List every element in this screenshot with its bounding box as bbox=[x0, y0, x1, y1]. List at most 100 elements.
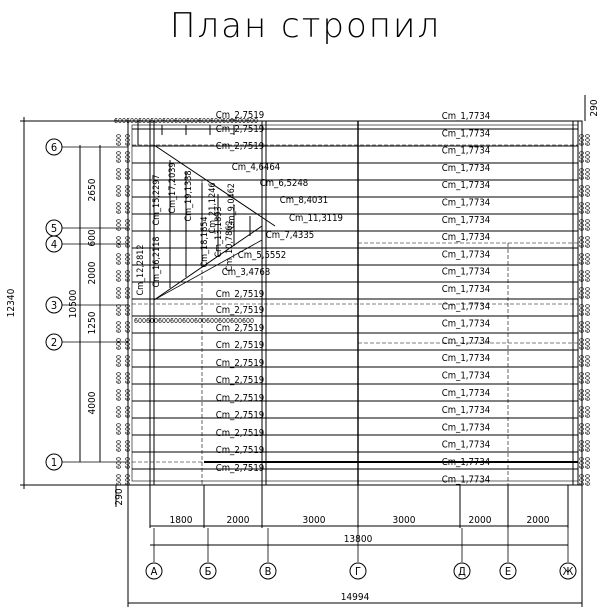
left-rafter-label: Сm_2,7519 bbox=[216, 289, 264, 300]
left-rafter-labels: Сm_2,7519Сm_2,7519Сm_2,7519Сm_4,6464Сm_6… bbox=[216, 110, 343, 474]
left-rafter-label: Сm_2,7519 bbox=[216, 445, 264, 456]
spacing-label: 600 bbox=[126, 117, 138, 125]
left-rafter-label: Сm_3,4768 bbox=[222, 267, 270, 278]
dim-h-3000-b: 3000 bbox=[393, 515, 416, 526]
dim-4000: 4000 bbox=[87, 391, 98, 414]
right-rafter-label: Сm_1,7734 bbox=[442, 146, 490, 157]
spacing-label: 600 bbox=[234, 117, 246, 125]
spacing-label: 600 bbox=[578, 134, 586, 146]
column-axis-label: Е bbox=[505, 565, 511, 578]
spacing-label: 600 bbox=[124, 134, 132, 146]
spacing-label: 600 bbox=[124, 236, 132, 248]
spacing-label: 600 bbox=[115, 202, 123, 214]
spacing-label: 600 bbox=[198, 117, 210, 125]
dim-mid-height: 10500 bbox=[68, 289, 79, 318]
diagonal-rafter-label: Сm_17,2039 bbox=[168, 162, 178, 213]
spacing-label: 600 bbox=[584, 202, 592, 214]
right-rafter-labels: Сm_1,7734Сm_1,7734Сm_1,7734Сm_1,7734Сm_1… bbox=[442, 111, 490, 485]
spacing-label: 600 bbox=[115, 474, 123, 486]
dim-top-290: 290 bbox=[589, 99, 600, 116]
right-rafter-label: Сm_1,7734 bbox=[442, 440, 490, 451]
spacing-label: 600 bbox=[182, 317, 194, 325]
spacing-label: 600 bbox=[210, 117, 222, 125]
spacing-label: 600 bbox=[578, 321, 586, 333]
spacing-label: 600 bbox=[578, 236, 586, 248]
spacing-label: 600 bbox=[124, 338, 132, 350]
spacing-label: 600 bbox=[584, 168, 592, 180]
spacing-label: 600 bbox=[578, 151, 586, 163]
diagonal-rafter-label: Сm_15,2297 bbox=[152, 174, 162, 225]
left-rafter-label: Сm_7,4335 bbox=[266, 230, 314, 241]
right-rafter-label: Сm_1,7734 bbox=[442, 405, 490, 416]
spacing-label: 600 bbox=[578, 440, 586, 452]
spacing-label: 600 bbox=[124, 355, 132, 367]
spacing-label: 600 bbox=[124, 423, 132, 435]
spacing-label: 600 bbox=[584, 372, 592, 384]
right-rafter-label: Сm_1,7734 bbox=[442, 111, 490, 122]
spacing-label: 600 bbox=[124, 270, 132, 282]
spacing-label: 600 bbox=[584, 185, 592, 197]
right-rafter-label: Сm_1,7734 bbox=[442, 474, 490, 485]
spacing-label: 600 bbox=[578, 457, 586, 469]
spacing-label: 600 bbox=[578, 304, 586, 316]
spacing-label: 600 bbox=[124, 440, 132, 452]
spacing-label: 600 bbox=[124, 304, 132, 316]
left-rafter-label: Сm_2,7519 bbox=[216, 410, 264, 421]
rafter-lines bbox=[132, 128, 578, 470]
right-rafter-label: Сm_1,7734 bbox=[442, 198, 490, 209]
spacing-label: 600 bbox=[584, 423, 592, 435]
spacing-label: 600 bbox=[124, 185, 132, 197]
spacing-label: 600 bbox=[584, 287, 592, 299]
spacing-label: 600 bbox=[115, 287, 123, 299]
spacing-label: 600 bbox=[124, 287, 132, 299]
row-axis-label: 4 bbox=[51, 238, 57, 251]
spacing-label: 600 bbox=[584, 406, 592, 418]
spacing-label: 600 bbox=[115, 270, 123, 282]
spacing-label: 600 bbox=[114, 117, 126, 125]
row-axis-marker bbox=[45, 333, 63, 351]
right-rafter-label: Сm_1,7734 bbox=[442, 128, 490, 139]
spacing-label: 600 bbox=[124, 168, 132, 180]
spacing-label: 600 bbox=[230, 317, 242, 325]
spacing-label: 600 bbox=[115, 236, 123, 248]
row-axis-marker bbox=[45, 453, 63, 471]
spacing-label: 600 bbox=[584, 151, 592, 163]
column-axis-marker bbox=[349, 562, 367, 580]
left-rafter-label: Сm_2,7519 bbox=[216, 375, 264, 386]
right-rafter-label: Сm_1,7734 bbox=[442, 249, 490, 260]
spacing-label: 600 bbox=[124, 219, 132, 231]
spacing-label: 600 bbox=[578, 168, 586, 180]
spacing-label: 600 bbox=[222, 117, 234, 125]
spacing-label: 600 bbox=[124, 253, 132, 265]
spacing-label: 600 bbox=[578, 202, 586, 214]
spacing-label: 600 bbox=[115, 406, 123, 418]
diagonal-rafter-label: Сm_10,7862 bbox=[225, 220, 235, 271]
left-rafter-label: Сm_2,7519 bbox=[216, 393, 264, 404]
dim-2000: 2000 bbox=[87, 261, 98, 284]
spacing-label: 600 bbox=[162, 117, 174, 125]
dim-total-14994: 14994 bbox=[341, 592, 370, 603]
row-axis-label: 6 bbox=[51, 141, 57, 154]
dim-h-2000-c: 2000 bbox=[527, 515, 550, 526]
spacing-label: 600 bbox=[115, 168, 123, 180]
column-axis-marker bbox=[499, 562, 517, 580]
column-axis-marker bbox=[559, 562, 577, 580]
spacing-label: 600 bbox=[194, 317, 206, 325]
spacing-label: 600 bbox=[246, 117, 258, 125]
spacing-label: 600 bbox=[124, 406, 132, 418]
row-axis-label: 3 bbox=[51, 299, 57, 312]
diagonal-rafter-label: Сm_9,0462 bbox=[227, 183, 237, 229]
column-axis-label: А bbox=[151, 565, 158, 578]
dim-2650: 2650 bbox=[87, 178, 98, 201]
spacing-label: 600 bbox=[115, 151, 123, 163]
spacing-label: 600 bbox=[584, 253, 592, 265]
right-rafter-label: Сm_1,7734 bbox=[442, 267, 490, 278]
spacing-label: 600 bbox=[584, 440, 592, 452]
diagonal-rafter-label: Сm_16,2118 bbox=[152, 236, 162, 287]
spacing-label: 600 bbox=[115, 219, 123, 231]
drawing-title: План стропил bbox=[169, 6, 442, 46]
